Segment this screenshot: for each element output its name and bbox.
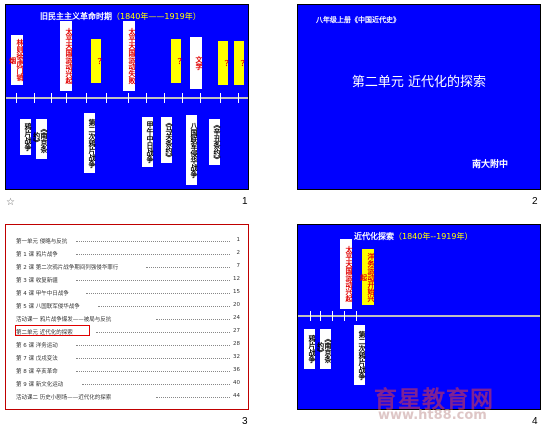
slide-number: 2 <box>532 196 538 207</box>
timeline-tick <box>200 93 201 103</box>
timeline-tick <box>344 311 345 321</box>
timeline-tick <box>332 311 333 321</box>
event-box-sino-japanese-war: 甲午中日战争 <box>142 117 154 167</box>
timeline-tick <box>16 93 17 103</box>
timeline-axis <box>6 97 248 99</box>
event-box-unknown-1: ？ <box>91 39 102 83</box>
watermark-logo-text: 育星教育网 <box>374 387 494 413</box>
event-box-eight-nation: 八国联军侵华战争 <box>186 115 198 185</box>
timeline-tick <box>220 93 221 103</box>
timeline-tick <box>238 93 239 103</box>
event-box-linzexu: 林则徐虎门销烟 <box>9 35 24 85</box>
event-box-second-opium-war: 第二次鸦片战争 <box>84 113 96 173</box>
star-icon[interactable]: ☆ <box>6 197 15 208</box>
timeline-tick <box>320 311 321 321</box>
timeline-tick <box>86 93 87 103</box>
slide-number: 3 <box>242 416 248 427</box>
slide-number: 1 <box>242 196 248 207</box>
timeline-tick <box>182 93 183 103</box>
slide-number: 4 <box>532 416 538 427</box>
watermark-url: www.ht88.com <box>378 408 487 423</box>
event-box-unknown-3: ？ <box>218 41 229 85</box>
toc-highlight-box <box>15 325 90 336</box>
event-box-taiping-rise: 太平天国运动兴起 <box>340 239 353 309</box>
event-box-opium-war: 鸦片战争 <box>304 329 316 369</box>
timeline-tick <box>51 93 52 103</box>
timeline-tick <box>128 93 129 103</box>
event-box-nanjing-treaty: 《南京条约》 <box>33 119 48 159</box>
event-box-second-opium-war: 第二次鸦片战争 <box>354 325 366 385</box>
timeline-tick <box>310 311 311 321</box>
slide-2-course-label: 八年级上册《中国近代史》 <box>316 16 400 24</box>
timeline-tick <box>164 93 165 103</box>
timeline-tick <box>356 311 357 321</box>
event-box-taiping-fall: 太平天国运动失败 <box>123 21 136 91</box>
event-box-opium-war: 鸦片战争 <box>20 119 32 155</box>
event-box-maguan-treaty: 《马关条约》 <box>161 117 173 163</box>
timeline-tick <box>106 93 107 103</box>
event-box-taiping-rise: 太平天国运动兴起 <box>60 21 73 91</box>
timeline-tick <box>34 93 35 103</box>
event-box-wenxue: 文学 <box>190 37 203 89</box>
slide-1-title: 旧民主主义革命时期（1840年——1919年） <box>40 12 201 21</box>
slide-2-school-name: 南大附中 <box>472 160 509 170</box>
event-box-nanjing-treaty: 《南京条约》 <box>317 329 332 369</box>
slide-2-unit-title: 第二单元 近代化的探索 <box>351 75 487 90</box>
timeline-axis <box>298 315 540 317</box>
event-box-unknown-4: ？ <box>234 41 245 85</box>
slide-4-title: 近代化探索（1840年--1919年） <box>354 232 473 241</box>
slide-4-thumbnail[interactable]: 近代化探索（1840年--1919年） 太平天国运动兴起 洋务运动开始兴起 鸦片… <box>297 224 541 410</box>
slide-1-thumbnail[interactable]: 旧民主主义革命时期（1840年——1919年） 林则徐虎门销烟 太平天国运动兴起… <box>5 4 249 190</box>
event-box-westernization: 洋务运动开始兴起 <box>360 249 375 305</box>
timeline-tick <box>66 93 67 103</box>
timeline-tick <box>146 93 147 103</box>
slide-2-thumbnail[interactable]: 八年级上册《中国近代史》 第二单元 近代化的探索 南大附中 <box>297 4 541 190</box>
event-box-unknown-2: ？ <box>171 39 182 83</box>
event-box-xinchou-treaty: 《辛丑条约》 <box>209 119 221 165</box>
